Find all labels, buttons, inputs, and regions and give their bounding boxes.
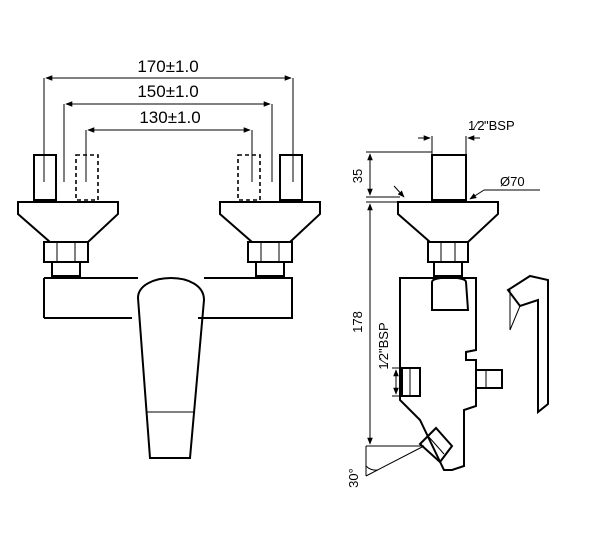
- side-body: [399, 276, 503, 471]
- mixer-body: [43, 277, 293, 319]
- bsp-top-suffix: "BSP: [484, 118, 515, 133]
- bsp-side-callout: 1⁄2"BSP: [376, 322, 402, 397]
- right-inlet: [219, 154, 321, 277]
- dimension-170: 170±1.0: [43, 57, 294, 182]
- side-view: 1⁄2 "BSP 35 Ø70: [346, 118, 549, 488]
- left-inlet: [17, 154, 119, 277]
- bsp-top-callout: 1⁄2 "BSP: [418, 118, 515, 155]
- lever-handle: [136, 277, 206, 459]
- dimension-178: 178: [350, 201, 424, 447]
- dim-170-label: 170±1.0: [137, 57, 198, 76]
- dim-35-label: 35: [350, 169, 365, 183]
- diameter-callout: Ø70: [469, 174, 540, 200]
- front-view: 170±1.0 150±1.0 130±1.0: [17, 57, 321, 459]
- bsp-side-label: 1⁄2"BSP: [376, 322, 391, 369]
- diameter-label: Ø70: [500, 174, 525, 189]
- dimension-150: 150±1.0: [63, 82, 273, 182]
- side-lever: [506, 274, 549, 415]
- bsp-top-fraction: 1⁄2: [468, 118, 485, 133]
- dimension-35: 35: [350, 151, 432, 198]
- dimension-130: 130±1.0: [85, 108, 253, 182]
- dim-130-label: 130±1.0: [139, 108, 200, 127]
- angle-30: 30°: [346, 445, 425, 488]
- dim-178-label: 178: [350, 311, 365, 333]
- dim-150-label: 150±1.0: [137, 82, 198, 101]
- angle-label: 30°: [346, 468, 361, 488]
- side-stem: [397, 154, 499, 277]
